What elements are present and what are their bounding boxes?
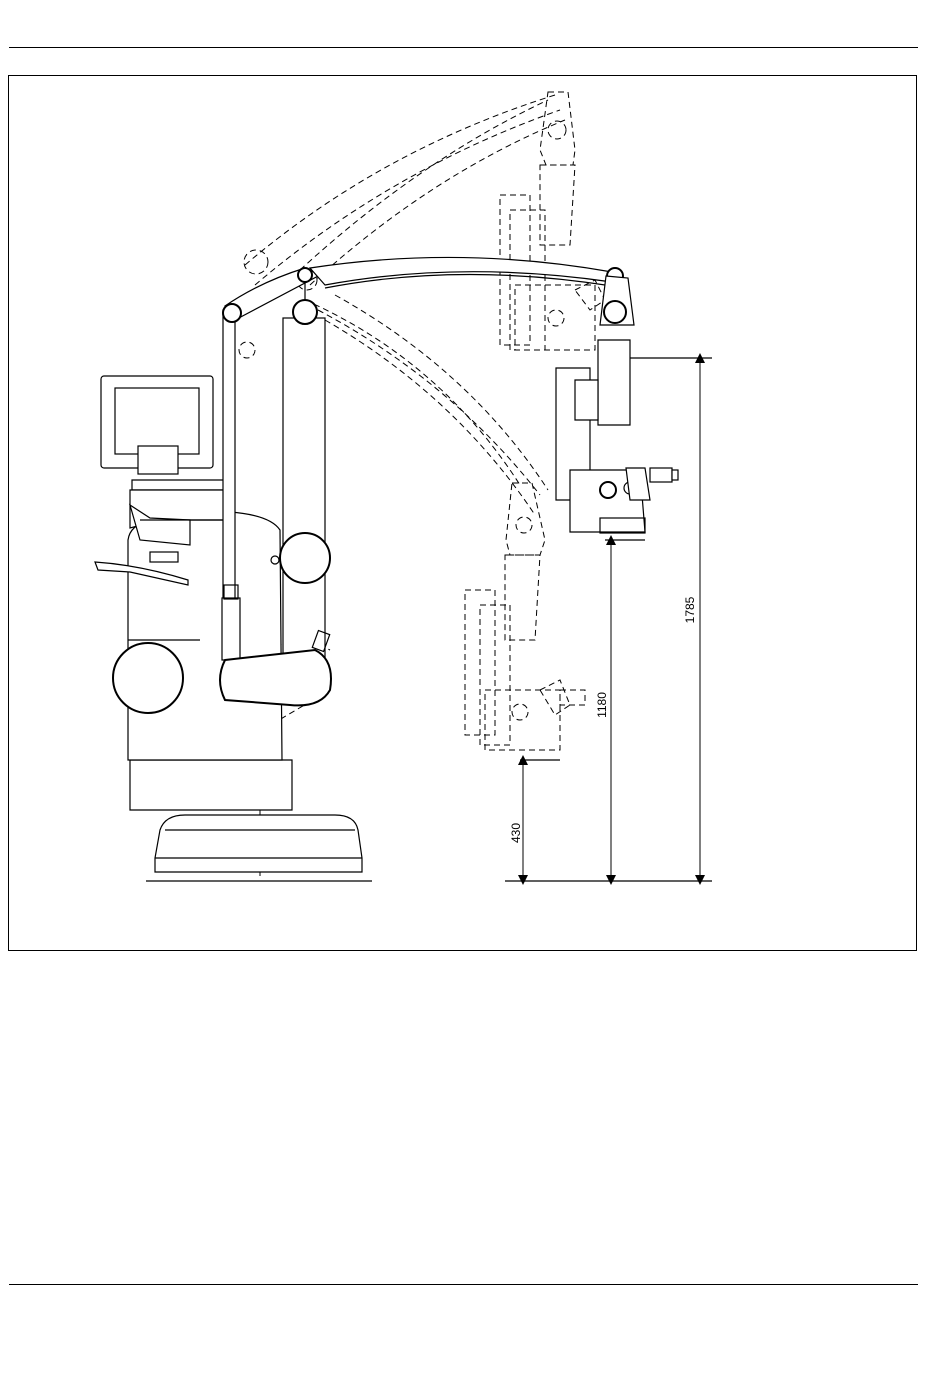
dimension-label-1180: 1180 <box>595 692 609 718</box>
dimension-label-1785: 1785 <box>683 596 697 623</box>
microscope-head <box>556 340 678 533</box>
suspension-arm <box>223 257 634 325</box>
monitor <box>101 376 225 490</box>
dimension-1180 <box>605 540 645 880</box>
dimension-1785 <box>630 358 712 880</box>
dashed-lower-arm-positions <box>305 295 585 750</box>
dimension-label-430: 430 <box>509 823 523 843</box>
dimension-430 <box>520 760 560 880</box>
